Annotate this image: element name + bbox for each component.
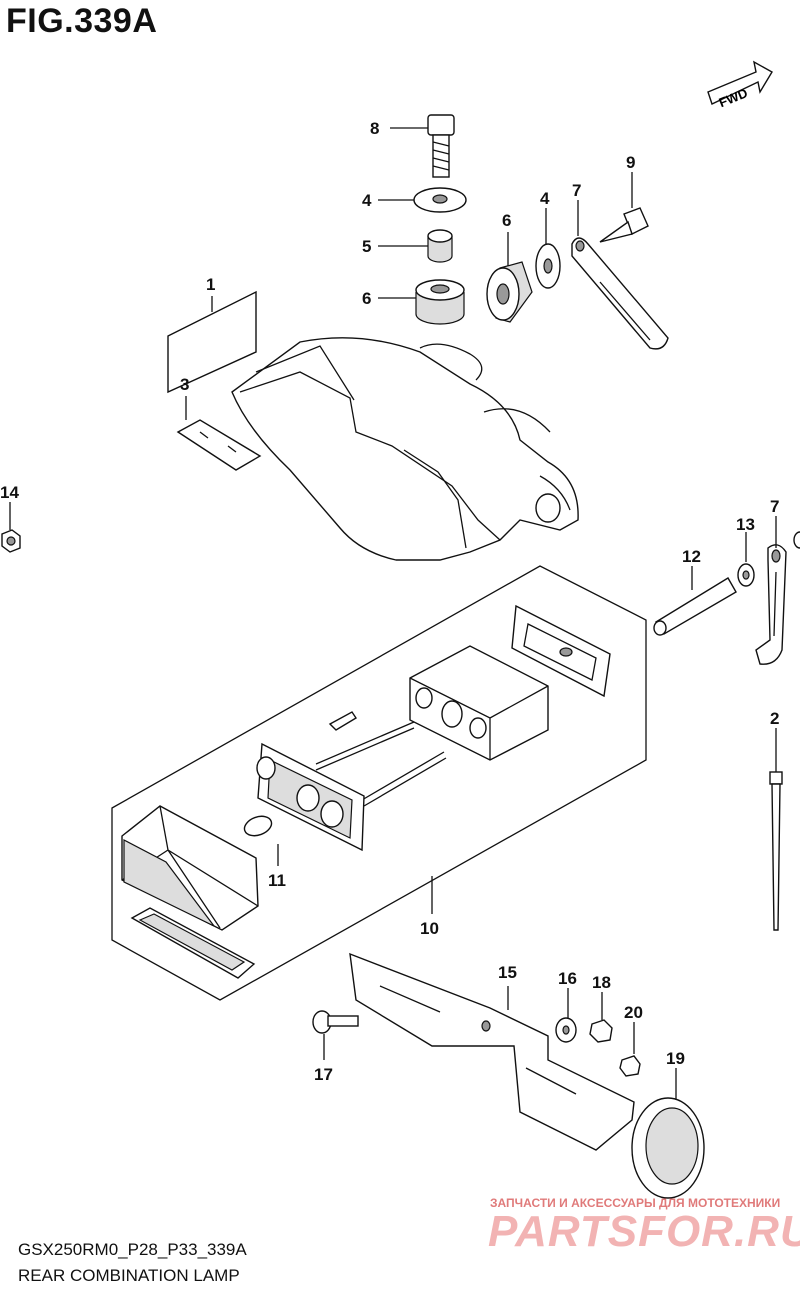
callout-9: 9 (626, 153, 635, 172)
reflector-part (631, 1097, 705, 1199)
watermark-logo: PARTSFOR.RU (488, 1207, 800, 1256)
screw-part (599, 207, 649, 243)
bracket-part (349, 952, 635, 1151)
callout-6: 6 (362, 289, 371, 308)
plate-part (176, 419, 262, 471)
lamp-assembly-frame (111, 565, 647, 1001)
callout-11: 11 (268, 871, 286, 890)
callout-8: 8 (370, 119, 379, 138)
stay-part (571, 237, 669, 350)
callout-19: 19 (666, 1049, 685, 1068)
edge-part (793, 531, 800, 549)
washer-bracket-part (555, 1017, 577, 1043)
callout-17: 17 (314, 1065, 333, 1084)
callout-14: 14 (0, 483, 19, 502)
nut-reflector-part (619, 1055, 641, 1077)
bolt-part (427, 114, 455, 178)
washer-side-part (535, 243, 561, 289)
collar-part (427, 229, 453, 263)
callout-4: 4 (362, 191, 372, 210)
callout-3: 2 (770, 709, 779, 728)
watermark-line: ЗАПЧАСТИ И АКСЕССУАРЫ ДЛЯ МОТОТЕХНИКИ (490, 1196, 781, 1210)
grommet-side-part (486, 261, 533, 323)
tail-lamp-housing (231, 337, 579, 561)
callout-5: 5 (362, 237, 371, 256)
pin-part (653, 577, 737, 636)
washer-small-part (737, 563, 755, 587)
cover-part (130, 907, 256, 979)
stay-right-part (755, 544, 787, 665)
callout-2: 3 (180, 375, 189, 394)
callout-7: 7 (572, 181, 581, 200)
figure-caption: REAR COMBINATION LAMP (18, 1266, 240, 1285)
gasket-part (511, 604, 611, 698)
callout-10: 10 (420, 919, 439, 938)
callout-numbers: 8 4 5 6 6 4 7 9 1 3 14 12 13 7 2 11 10 1… (0, 119, 779, 1084)
callout-4-right: 4 (540, 189, 550, 208)
callout-16: 16 (558, 969, 577, 988)
lamp-box-part (409, 645, 549, 761)
callout-7-right: 7 (770, 497, 779, 516)
cable-tie-part (769, 771, 783, 931)
label-part (167, 290, 257, 394)
fwd-arrow-icon: FWD (707, 60, 773, 110)
grommet-part (415, 279, 465, 325)
nut-left-part (1, 529, 21, 553)
bulb-part (243, 815, 273, 837)
callout-6-right: 6 (502, 211, 511, 230)
callout-13: 13 (736, 515, 755, 534)
washer-part (413, 187, 467, 213)
callout-12: 12 (682, 547, 701, 566)
callout-18: 18 (592, 973, 611, 992)
nut-bracket-part (589, 1019, 613, 1043)
callout-15: 15 (498, 963, 517, 982)
bolt-small-part (312, 1010, 359, 1034)
leader-lines (9, 127, 777, 1100)
callout-20: 20 (624, 1003, 643, 1022)
socket-plate-part (256, 742, 365, 852)
long-screw-part (315, 711, 447, 807)
lens-part (121, 805, 259, 931)
figure-title: FIG.339A (6, 2, 158, 40)
callout-1: 1 (206, 275, 215, 294)
figure-code: GSX250RM0_P28_P33_339A (18, 1240, 247, 1259)
